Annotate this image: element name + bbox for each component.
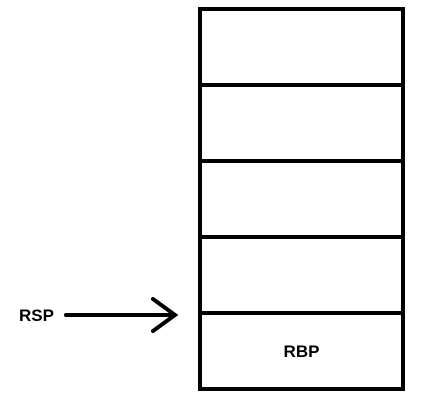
rsp-arrow-head xyxy=(151,297,179,333)
stack: RBP xyxy=(198,7,405,391)
rsp-pointer: RSP xyxy=(19,297,179,333)
stack-cell-label: RBP xyxy=(284,342,320,361)
rsp-label: RSP xyxy=(19,306,54,325)
stack-cell xyxy=(198,7,405,87)
stack-cell xyxy=(198,159,405,239)
stack-cell xyxy=(198,235,405,315)
stack-cell xyxy=(198,83,405,163)
stack-cell xyxy=(198,311,405,391)
